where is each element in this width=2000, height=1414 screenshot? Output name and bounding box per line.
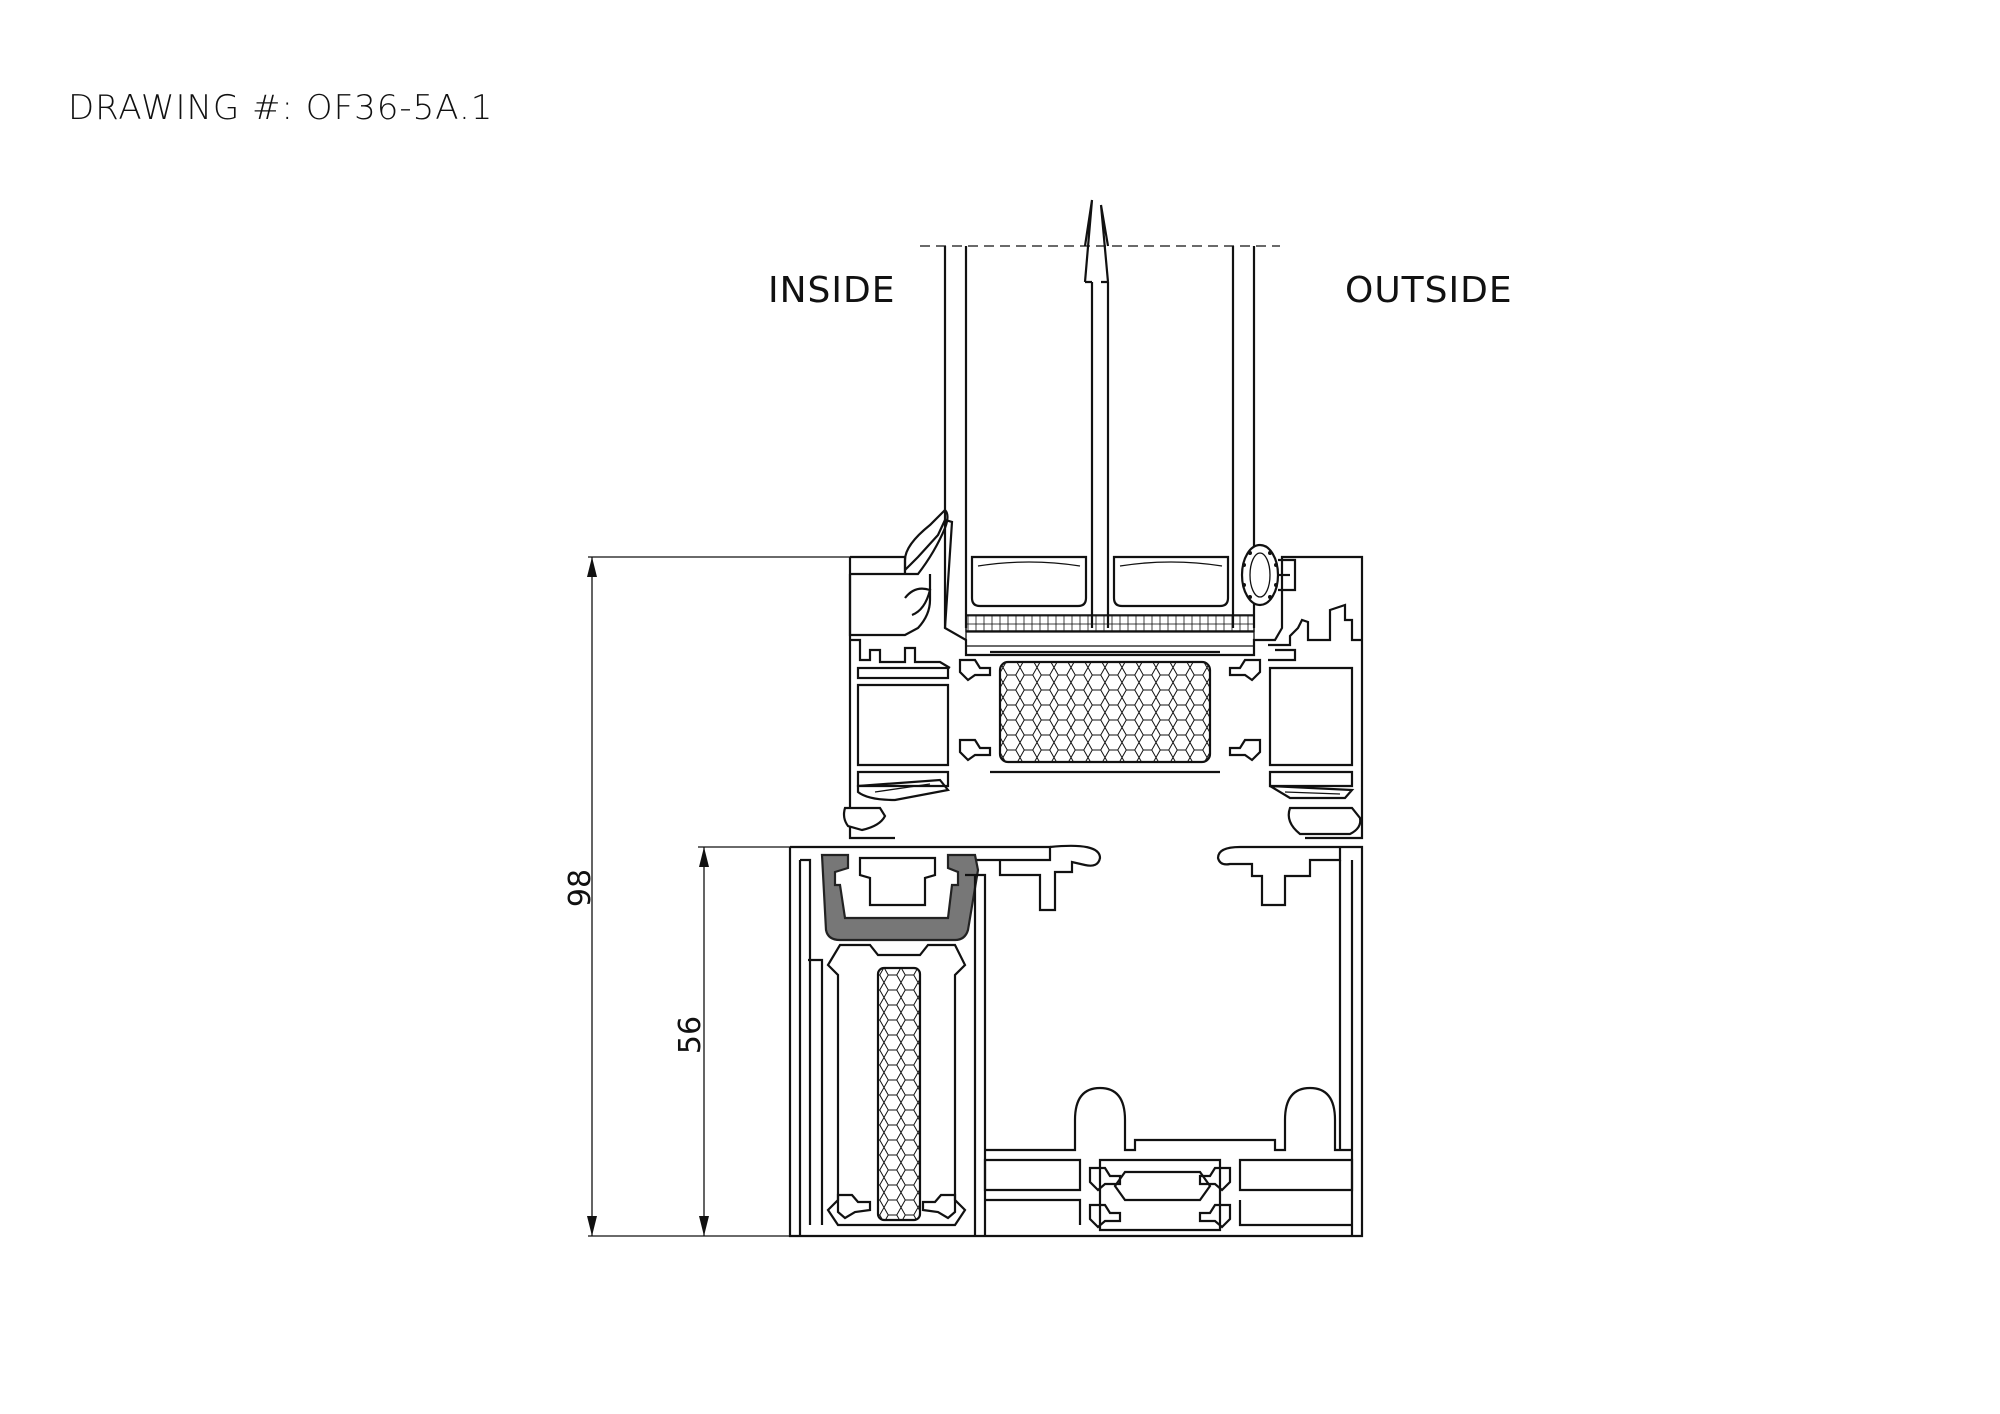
glazing-bead-lip (850, 508, 949, 576)
drawing-title: DRAWING #: OF36-5A.1 (68, 88, 494, 128)
glass-unit (920, 199, 1280, 647)
frame-thermal-break-inner (1113, 1170, 1212, 1202)
frame-hook-left-bottom (836, 1193, 872, 1220)
gasket-channel-core (858, 856, 937, 907)
dim-98-text: 98 (563, 869, 598, 907)
frame-thermal-break (1098, 1158, 1222, 1232)
frame-chamber-bottom-left (983, 1158, 1082, 1192)
frame-tb-hook-tr (1198, 1166, 1232, 1192)
frame-hook-right-bottom (921, 1193, 957, 1220)
spacer-outer (1112, 555, 1230, 608)
frame-tb-hook-br (1198, 1203, 1232, 1229)
frame-outline (788, 845, 1364, 1238)
dimension-56: 56 (673, 846, 790, 1236)
sash-chamber-top-left (850, 638, 951, 669)
outside-gasket-retainer (1278, 558, 1297, 592)
sash-bottom-bulb-left (842, 806, 887, 832)
sash-bottom-seal-left-hatch (874, 783, 931, 793)
frame-inner-walls (965, 873, 987, 1236)
spacer-inner-detail (977, 561, 1081, 567)
sash-rib (856, 666, 950, 680)
outside-bulb-gasket (1240, 543, 1280, 607)
sash-thermal-break-lines (990, 650, 1220, 774)
sash-bottom-bulb-right (1287, 806, 1362, 836)
setting-block (965, 631, 1255, 647)
dim-98-arrow-top (587, 557, 597, 577)
frame-profile (788, 844, 1364, 1238)
sash-chamber-top-right (1268, 648, 1297, 662)
frame-flange-left (998, 844, 1102, 912)
sash-bottom-seal-right (1269, 784, 1355, 800)
frame-foam-insert (876, 966, 922, 1222)
outside-bulb-gasket-inner (1249, 552, 1271, 598)
sash-bottom-seal-right-hatch (1284, 791, 1341, 795)
frame-chamber-floor (985, 1086, 1352, 1152)
outside-label: OUTSIDE (1345, 270, 1513, 311)
frame-chamber-bottom-right (1238, 1158, 1354, 1192)
glazing-bead-clip (904, 587, 932, 617)
frame-chamber-base (985, 1198, 1352, 1227)
frame-inside-wall (798, 858, 812, 1236)
sash-outline-top (850, 518, 1364, 840)
sash-chamber-left-lower (856, 770, 950, 788)
sash-chamber-right (1268, 666, 1354, 767)
sash-hook-bl (958, 738, 992, 762)
sash-chamber-right-lower (1268, 770, 1354, 788)
sash-hook-tr (1228, 658, 1262, 682)
sash-outside-lip (1268, 603, 1362, 647)
break-symbol-left (1083, 199, 1094, 283)
dim-56-arrow-bottom (699, 1216, 709, 1236)
dimension-98: 98 (563, 556, 850, 1237)
inside-label: INSIDE (768, 270, 896, 311)
dim-98-arrow-bottom (587, 1216, 597, 1236)
grey-gasket (820, 853, 980, 942)
sash-foam-insert (998, 660, 1212, 764)
spacer-inner (970, 555, 1088, 608)
secondary-seal (965, 614, 1255, 632)
frame-tb-hook-bl (1088, 1203, 1122, 1229)
frame-outside-walls (1338, 860, 1354, 1236)
sash-bottom-seal-left (856, 778, 951, 802)
frame-inside-rib (808, 958, 824, 1225)
sash-hook-br (1228, 738, 1262, 762)
glazing-bead-body (848, 574, 932, 637)
frame-tb-hook-tl (1088, 1166, 1122, 1192)
sash-profile (842, 508, 1364, 840)
sash-hook-tl (958, 658, 992, 682)
break-symbol-right (1099, 204, 1110, 283)
dim-56-arrow-top (699, 847, 709, 867)
sash-chamber-left (856, 683, 950, 767)
frame-flange-right (1216, 845, 1342, 907)
dim-56-text: 56 (673, 1016, 708, 1054)
spacer-outer-detail (1119, 561, 1223, 567)
sash-outline-left (848, 557, 895, 840)
